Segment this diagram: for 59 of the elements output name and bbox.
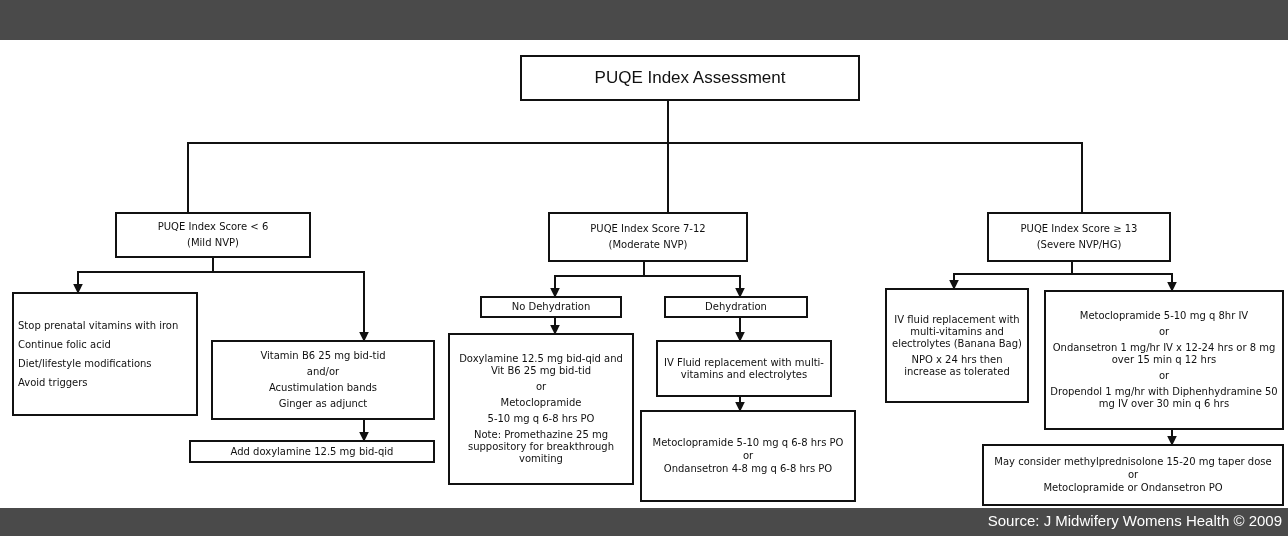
arrow — [735, 317, 745, 342]
process-box — [982, 444, 1284, 506]
box-text: (Moderate NVP) — [608, 239, 688, 251]
box-text: Stop prenatal vitamins with iron — [18, 319, 179, 332]
box-text: Metoclopramide 5-10 mg q 6-8 hrs PO — [652, 437, 844, 449]
process-box — [656, 340, 832, 397]
box-text: or — [742, 450, 754, 462]
box-text: or — [535, 381, 547, 393]
box-text: Ondansetron 1 mg/hr IV x 12-24 hrs or 8 mg over 15 min q 12 hrs — [1051, 342, 1277, 366]
box-text: (Severe NVP/HG) — [1036, 239, 1122, 251]
box-text: Metoclopramide or Ondansetron PO — [1043, 482, 1223, 494]
box-text: or — [1127, 469, 1139, 481]
box-text: or — [1158, 370, 1170, 382]
process-box — [1044, 290, 1284, 430]
box-text: IV fluid replacement with multi-vitamins and electrolytes (Banana Bag) — [891, 313, 1023, 350]
box-text: Note: Promethazine 25 mg suppository for breakthrough vomiting — [466, 429, 616, 465]
box-text: Dehydration — [705, 301, 767, 313]
title-box — [520, 55, 860, 101]
box-text: Continue folic acid — [18, 338, 111, 351]
box-text: or — [1158, 326, 1170, 338]
box-text: Metoclopramide — [500, 397, 582, 409]
box-text: Vitamin B6 25 mg bid-tid — [260, 350, 386, 362]
box-text: Add doxylamine 12.5 mg bid-qid — [230, 445, 394, 458]
box-text: Ginger as adjunct — [278, 398, 368, 410]
box-text: Metoclopramide 5-10 mg q 8hr IV — [1079, 310, 1249, 322]
box-text: PUQE Index Score ≥ 13 — [1020, 223, 1138, 235]
box-text: NPO x 24 hrs then increase as tolerated — [903, 353, 1011, 378]
box-text: Dropendol 1 mg/hr with Diphenhydramine 50 mg IV over 30 min q 6 hrs — [1050, 386, 1278, 410]
process-box — [480, 296, 622, 318]
box-text: PUQE Index Score < 6 — [157, 221, 269, 233]
source-note: Source: J Midwifery Womens Health © 2009 — [987, 512, 1282, 529]
process-box — [448, 333, 634, 485]
box-text: (Mild NVP) — [187, 237, 239, 249]
process-box — [664, 296, 808, 318]
process-box — [548, 212, 748, 262]
process-box — [987, 212, 1171, 262]
process-box — [211, 340, 435, 420]
process-box — [12, 292, 198, 416]
process-box — [189, 440, 435, 463]
arrow — [550, 317, 560, 335]
box-text: Avoid triggers — [18, 376, 88, 389]
box-text: IV Fluid replacement with multi-vitamins and electrolytes — [663, 356, 825, 381]
arrow — [1167, 429, 1177, 446]
arrow — [1071, 261, 1177, 292]
box-text: Acustimulation bands — [268, 382, 378, 394]
process-box — [885, 288, 1029, 403]
box-text: PUQE Index Assessment — [594, 67, 786, 89]
box-text: No Dehydration — [511, 301, 591, 313]
arrow — [359, 419, 369, 442]
box-text: Doxylamine 12.5 mg bid-qid and Vit B6 25 mg bid-tid — [458, 353, 624, 377]
box-text: May consider methylprednisolone 15-20 mg taper dose — [994, 456, 1272, 468]
box-text: and/or — [306, 366, 340, 378]
arrow — [735, 396, 745, 412]
box-text: Diet/lifestyle modifications — [18, 357, 152, 370]
box-text: 5-10 mg q 6-8 hrs PO — [487, 413, 595, 425]
box-text: Ondansetron 4-8 mg q 6-8 hrs PO — [663, 463, 833, 475]
process-box — [640, 410, 856, 502]
box-text: PUQE Index Score 7-12 — [590, 223, 706, 235]
process-box — [115, 212, 311, 258]
